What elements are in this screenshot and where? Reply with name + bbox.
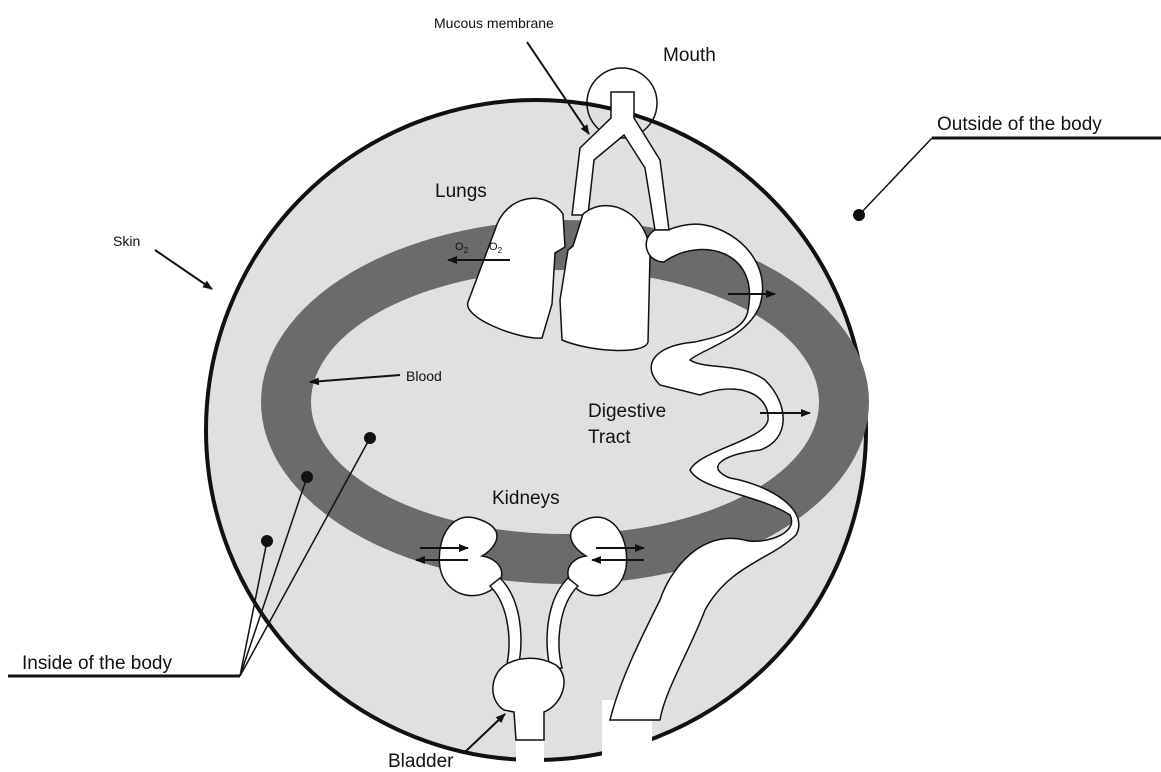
o2-left-subscript: 2 (464, 246, 469, 255)
label-blood: Blood (406, 368, 442, 384)
outside-dot (853, 209, 865, 221)
inside-dot-1 (261, 535, 273, 547)
label-inside-body: Inside of the body (22, 653, 172, 674)
label-tract: Tract (588, 427, 631, 448)
skin-pointer (155, 250, 212, 289)
inside-dot-3 (364, 432, 376, 444)
label-digestive: Digestive (588, 401, 666, 422)
label-mouth: Mouth (663, 45, 716, 66)
label-kidneys: Kidneys (492, 488, 560, 509)
outside-leader-line (859, 138, 932, 215)
label-outside-body: Outside of the body (937, 114, 1102, 135)
label-bladder: Bladder (388, 751, 454, 772)
label-lungs: Lungs (435, 181, 487, 202)
label-skin: Skin (113, 233, 140, 249)
o2-right-subscript: 2 (498, 246, 503, 255)
label-mucous-membrane: Mucous membrane (434, 15, 554, 31)
inside-dot-2 (301, 471, 313, 483)
